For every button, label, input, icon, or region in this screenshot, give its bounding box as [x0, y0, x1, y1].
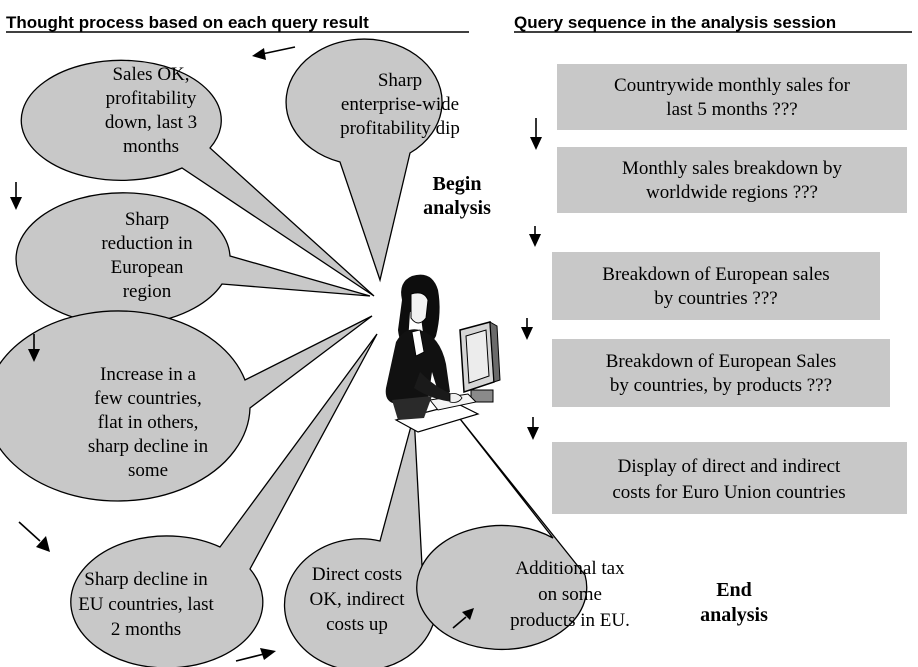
thought-4-line-1: Increase in a — [100, 364, 197, 385]
arrow-icon — [521, 318, 533, 340]
query-box-3 — [552, 252, 880, 320]
query-box-1 — [557, 64, 907, 130]
thought-5-line-1: Sharp decline in — [84, 569, 208, 590]
thought-3-line-3: European — [111, 257, 184, 278]
query-1-line-2: last 5 months ??? — [666, 99, 797, 120]
thought-bubble-7 — [416, 409, 588, 651]
thought-bubbles — [0, 38, 588, 667]
thought-5-line-3: 2 months — [111, 619, 181, 640]
thought-4-line-4: sharp decline in — [88, 436, 209, 457]
query-3-line-1: Breakdown of European sales — [602, 264, 829, 285]
query-boxes — [552, 64, 907, 514]
thought-7-line-2: on some — [538, 584, 602, 605]
left-heading: Thought process based on each query resu… — [6, 13, 469, 33]
arrow-icon — [527, 417, 539, 440]
query-2-line-2: worldwide regions ??? — [646, 182, 818, 203]
right-heading: Query sequence in the analysis session — [514, 13, 912, 33]
right-heading-text: Query sequence in the analysis session — [514, 13, 836, 32]
thought-bubble-4 — [0, 310, 373, 502]
thought-1-line-3: profitability dip — [340, 118, 460, 139]
thought-bubble-5 — [70, 333, 378, 667]
arrow-icon — [18, 521, 50, 552]
query-box-5 — [552, 442, 907, 514]
query-3-line-2: by countries ??? — [654, 288, 777, 309]
arrow-icon — [530, 118, 542, 150]
thought-3-line-2: reduction in — [101, 233, 193, 254]
arrow-icon — [452, 608, 474, 629]
query-4-line-1: Breakdown of European Sales — [606, 351, 837, 372]
thought-3-line-1: Sharp — [125, 209, 169, 230]
end-line-1: End — [716, 579, 752, 601]
end-line-2: analysis — [700, 604, 768, 626]
analyst-at-computer-icon — [385, 274, 501, 433]
left-heading-text: Thought process based on each query resu… — [6, 13, 369, 32]
thought-1-line-2: enterprise-wide — [341, 94, 459, 115]
arrow-icon — [529, 226, 541, 247]
thought-bubble-2 — [20, 59, 375, 297]
begin-marker: Begin analysis — [423, 173, 491, 219]
thought-texts: Sharp enterprise-wide profitability dip Sal… — [78, 64, 630, 640]
thought-6-line-1: Direct costs — [312, 564, 402, 585]
query-texts: Countrywide monthly sales for last 5 mont… — [602, 75, 850, 503]
thought-4-line-2: few countries, — [94, 388, 202, 409]
thought-7-line-3: products in EU. — [510, 610, 630, 631]
query-box-4 — [552, 339, 890, 407]
thought-2-line-3: down, last 3 — [105, 112, 197, 133]
begin-line-1: Begin — [433, 173, 482, 195]
thought-2-line-4: months — [123, 136, 179, 157]
thought-6-line-2: OK, indirect — [310, 589, 406, 610]
arrow-icon — [235, 648, 276, 662]
thought-7-line-1: Additional tax — [515, 558, 625, 579]
thought-2-line-2: profitability — [106, 88, 197, 109]
thought-4-line-3: flat in others, — [98, 412, 199, 433]
thought-5-line-2: EU countries, last — [78, 594, 214, 615]
query-5-line-1: Display of direct and indirect — [618, 456, 841, 477]
query-2-line-1: Monthly sales breakdown by — [622, 158, 843, 179]
arrows — [10, 46, 542, 662]
thought-6-line-3: costs up — [326, 614, 388, 635]
thought-bubble-3 — [15, 192, 371, 326]
thought-2-line-1: Sales OK, — [112, 64, 189, 85]
thought-3-line-4: region — [123, 281, 172, 302]
begin-line-2: analysis — [423, 197, 491, 219]
query-4-line-2: by countries, by products ??? — [610, 375, 832, 396]
end-marker: End analysis — [700, 579, 768, 626]
query-5-line-2: costs for Euro Union countries — [612, 482, 845, 503]
query-box-2 — [557, 147, 907, 213]
arrow-icon — [10, 182, 22, 210]
thought-4-line-5: some — [128, 460, 168, 481]
arrow-icon — [28, 334, 40, 362]
arrow-icon — [252, 46, 296, 60]
thought-1-line-1: Sharp — [378, 70, 422, 91]
thought-bubble-1 — [285, 38, 443, 283]
query-1-line-1: Countrywide monthly sales for — [614, 75, 851, 96]
